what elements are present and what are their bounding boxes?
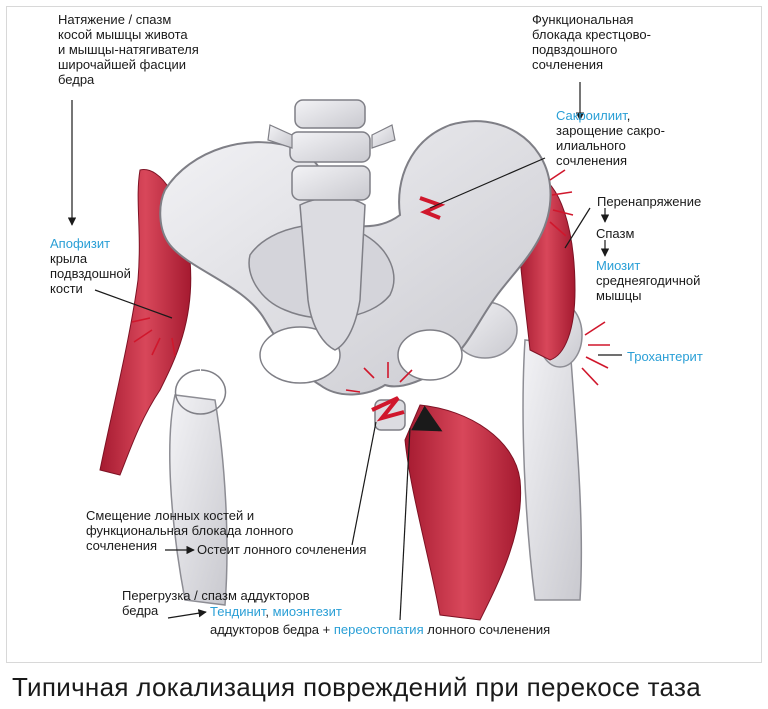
label-sacroiliitis: Сакроилиит, зарощение сакро- илиального … xyxy=(556,108,665,168)
label-pubic-shift: Смещение лонных костей и функциональная … xyxy=(86,508,294,553)
leader-osteitis xyxy=(351,421,377,546)
label-trochanteritis: Трохантерит xyxy=(627,349,703,364)
right-obturator-foramen xyxy=(397,329,463,381)
transverse-process-right xyxy=(371,124,396,149)
tendinitis: Тендинит xyxy=(210,604,266,619)
label-adductor-overload: Перегрузка / спазм аддукторов бедра xyxy=(122,588,310,618)
lumbar-vertebra-middle xyxy=(289,131,371,163)
left-femur xyxy=(169,394,228,606)
adductor-muscles xyxy=(404,404,522,621)
transverse-process-left xyxy=(267,124,293,149)
myositis-title: Миозит xyxy=(596,258,641,273)
tendinitis-comma: , xyxy=(265,604,270,619)
figure-caption: Типичная локализация повреждений при пер… xyxy=(12,672,702,702)
sacroiliitis-body: , зарощение сакро- илиального сочленения xyxy=(556,108,665,168)
left-obturator-foramen xyxy=(259,326,341,384)
lumbar-vertebra-upper xyxy=(294,99,366,129)
pubic-joint: лонного сочленения xyxy=(427,622,551,637)
leader-periostopathy xyxy=(399,427,411,621)
sacroiliitis-title: Сакроилиит xyxy=(556,108,627,123)
leader-overstrain xyxy=(564,207,591,249)
right-femur xyxy=(522,339,583,601)
adductors-hip-plus: аддукторов бедра + xyxy=(210,622,331,637)
label-spasm: Спазм xyxy=(596,226,635,241)
symphysis-lesion-mark xyxy=(371,396,405,422)
label-tension: Натяжение / спазм косой мышцы живота и м… xyxy=(58,12,199,87)
label-tendinitis-line: Тендинит, миоэнтезит xyxy=(210,604,342,619)
apophysitis-body: крыла подвздошной кости xyxy=(50,251,131,296)
leader-apophysitis xyxy=(94,289,173,319)
periostopathy: переостопатия xyxy=(333,622,424,637)
label-overstrain: Перенапряжение xyxy=(597,194,702,209)
left-acetabulum xyxy=(174,369,227,415)
label-osteitis: Остеит лонного сочленения xyxy=(197,542,367,557)
lumbar-vertebra-lower xyxy=(291,165,371,201)
label-periostopathy-line: аддукторов бедра + переостопатия лонного… xyxy=(210,622,550,637)
leader-adductor xyxy=(167,609,207,619)
label-apophysitis: Апофизит крыла подвздошной кости xyxy=(50,236,131,296)
label-sacroiliac-block: Функциональная блокада крестцово- подвзд… xyxy=(532,12,651,72)
label-myositis: Миозит среднеягодичной мышцы xyxy=(596,258,700,303)
sacroiliac-lesion-mark xyxy=(419,196,446,220)
pain-rays xyxy=(131,169,610,393)
leader-sacroiliitis xyxy=(429,157,546,209)
apophysitis-title: Апофизит xyxy=(50,236,111,251)
myositis-body: среднеягодичной мышцы xyxy=(596,273,701,303)
myoenthesitis: миоэнтезит xyxy=(272,604,342,619)
adductor-arrow-mark xyxy=(411,405,443,432)
